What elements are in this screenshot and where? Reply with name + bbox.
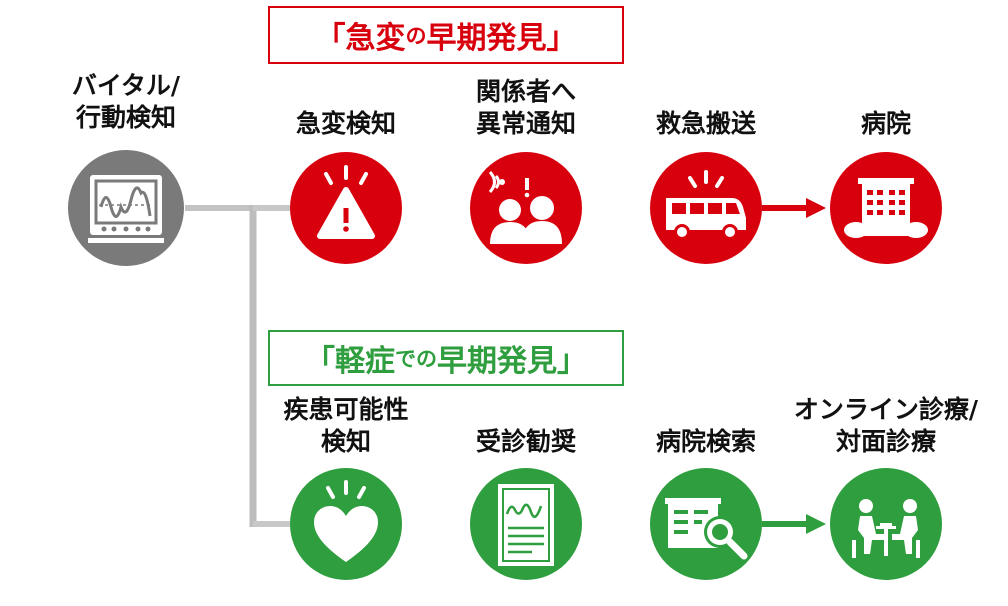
emergency-banner-keyword: 「急変 [315, 21, 406, 56]
step-label-line1: 関係者へ [475, 77, 577, 106]
step-node-hospital [830, 152, 942, 264]
step-node-notify [470, 152, 582, 264]
step-label-line1: 急変検知 [295, 109, 397, 138]
emergency-arrowhead [806, 198, 826, 218]
step-node-sudden-change [290, 152, 402, 264]
mild-arrowhead [806, 514, 826, 534]
step-node-recommend [470, 468, 582, 580]
source-label-line1: バイタル/ [71, 71, 181, 100]
step-label-hospital: 病院 [861, 108, 911, 140]
step-label-line1: 病院検索 [655, 427, 757, 456]
step-label-line1: 救急搬送 [655, 109, 757, 138]
hospital-icon [830, 152, 942, 264]
step-node-consultation [830, 468, 942, 580]
mild-banner-keyword: 「軽症 [305, 344, 395, 379]
step-label-ambulance: 救急搬送 [656, 108, 756, 140]
consultation-icon [830, 468, 942, 580]
vital-monitor-icon [68, 150, 184, 266]
step-label-disease-detect: 疾患可能性 検知 [283, 394, 408, 458]
ambulance-icon [650, 152, 762, 264]
step-label-recommend: 受診勧奨 [476, 426, 576, 458]
step-label-sudden-change: 急変検知 [296, 108, 396, 140]
step-label-line1: オンライン診療/ [793, 395, 979, 424]
mild-banner: 「軽症での早期発見」 [268, 330, 624, 386]
search-hospital-icon [650, 468, 762, 580]
warning-icon [290, 152, 402, 264]
source-label: バイタル/ 行動検知 [72, 70, 180, 134]
step-label-line2: 対面診療 [835, 427, 937, 456]
step-label-consultation: オンライン診療/ 対面診療 [794, 394, 978, 458]
step-label-line1: 疾患可能性 [283, 395, 409, 424]
mild-banner-tail: 早期発見」 [437, 344, 587, 379]
document-chart-icon [470, 468, 582, 580]
step-label-line1: 病院 [860, 109, 912, 138]
step-label-line2: 異常通知 [475, 109, 577, 138]
step-label-notify: 関係者へ 異常通知 [476, 76, 576, 140]
emergency-banner: 「急変の早期発見」 [268, 6, 624, 64]
heart-icon [290, 468, 402, 580]
emergency-banner-particle: の [405, 24, 427, 48]
emergency-banner-tail: 早期発見」 [426, 21, 577, 56]
step-node-hospital-search [650, 468, 762, 580]
step-label-hospital-search: 病院検索 [656, 426, 756, 458]
step-label-line1: 受診勧奨 [475, 427, 577, 456]
mild-banner-particle: での [395, 347, 437, 371]
people-alert-icon [470, 152, 582, 264]
step-node-disease-detect [290, 468, 402, 580]
step-node-ambulance [650, 152, 762, 264]
source-node [68, 150, 184, 266]
source-label-line2: 行動検知 [75, 103, 177, 132]
step-label-line2: 検知 [320, 427, 372, 456]
